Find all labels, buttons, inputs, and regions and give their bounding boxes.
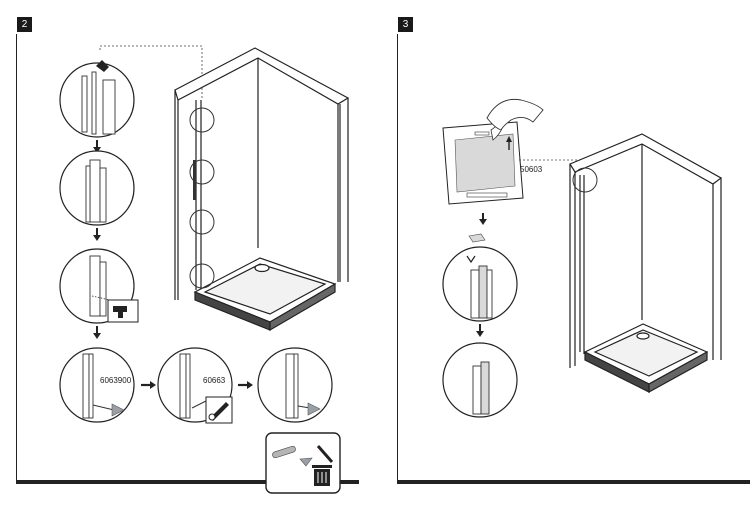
step-3-panel: 3 50603 (375, 0, 750, 515)
detail-b (442, 342, 518, 418)
shower-enclosure (569, 133, 723, 394)
removed-strip (316, 445, 334, 463)
part-code-60663: 60663 (203, 376, 226, 385)
trash-bin-icon (312, 465, 332, 486)
hand-icon (486, 98, 544, 131)
panel-border-bottom (397, 480, 750, 484)
drain (636, 332, 650, 340)
push-hand-icon (96, 60, 109, 72)
panel-border-left (397, 34, 398, 484)
detail-2 (59, 150, 135, 226)
step-number-badge: 2 (17, 17, 32, 32)
detail-a (442, 233, 518, 322)
drain (254, 263, 270, 273)
detail-6 (257, 347, 333, 423)
film-piece (468, 233, 486, 243)
guide-dashed-line (99, 45, 203, 100)
detail-4: 6063900 (59, 347, 135, 423)
door-handle (193, 160, 196, 200)
pull-arrow-icon (299, 457, 313, 467)
step-number-badge: 3 (398, 17, 413, 32)
trash-box (265, 432, 341, 494)
peel-film-icon (442, 98, 544, 205)
detail-1 (59, 60, 135, 138)
detail-3 (59, 248, 139, 324)
wall-top-edge (569, 133, 723, 185)
step-2-panel: 2 (16, 17, 359, 494)
removed-part (272, 445, 296, 459)
wall-top-edge (174, 47, 350, 105)
pull-arrow-icon (307, 402, 321, 416)
detail-5: 60663 (157, 347, 233, 424)
part-code-50603: 50603 (520, 165, 543, 174)
step-3-illustration: 50603 (442, 98, 723, 418)
panel-border-bottom (16, 480, 359, 484)
panel-border-left (16, 34, 17, 484)
detail-circle (572, 167, 598, 193)
part-code-6063900: 6063900 (100, 376, 132, 385)
detail-circles (189, 107, 215, 289)
step-2-illustration: 6063900 60663 (59, 45, 350, 494)
pull-arrow-icon (111, 403, 125, 417)
